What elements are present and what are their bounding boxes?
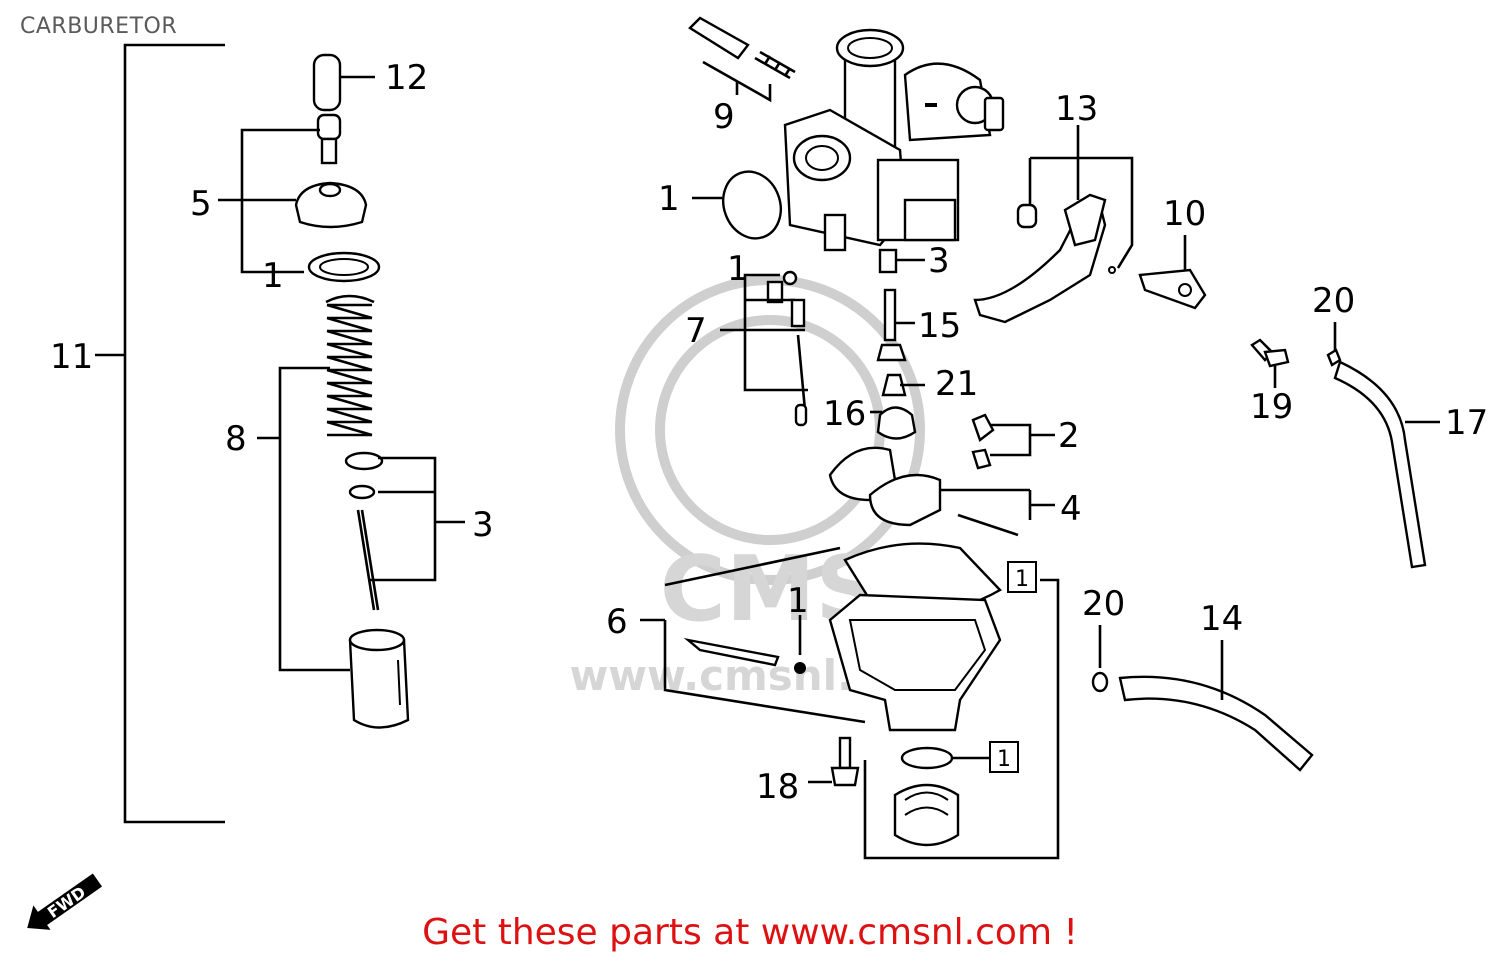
callout-3-needle: 3 [472,505,494,545]
callout-15: 15 [918,306,961,346]
drain-screw-small [1250,338,1290,388]
o-ring-lower [900,746,954,770]
callout-19: 19 [1250,387,1293,427]
drain-screw [683,637,780,667]
callout-10: 10 [1163,194,1206,234]
needle-jet [876,406,917,440]
chamber-screw [808,736,860,787]
callout-1-cap: 1 [262,256,284,296]
callout-17: 17 [1445,403,1488,443]
throttle-valve-assembly [95,43,465,824]
overflow-tube [1326,322,1440,569]
callout-labels: 12 5 1 11 8 3 9 1 1 7 3 15 21 16 2 4 6 1… [50,58,1488,807]
callout-18: 18 [756,767,799,807]
callout-14: 14 [1200,599,1243,639]
float-chamber-bowl [828,593,1002,732]
boxed-callout-1-lower: 1 [997,747,1011,772]
main-jet-holder [883,288,897,342]
callout-7: 7 [685,311,707,351]
throttle-spring [325,294,375,437]
callout-20-upper: 20 [1312,281,1355,321]
callout-2: 2 [1058,416,1080,456]
callout-5: 5 [190,184,212,224]
callout-3-seat: 3 [928,241,950,281]
cable-bracket [1138,268,1207,310]
footer-link-text[interactable]: Get these parts at www.cmsnl.com ! [422,912,1078,953]
callout-12: 12 [385,58,428,98]
intake-flange [835,28,905,68]
o-ring-upper [722,170,782,240]
pilot-screw [688,16,750,60]
callout-20-lower: 20 [1082,584,1125,624]
callout-1-chamber: 1 [787,581,809,621]
float-pin-screws [971,413,1055,470]
throttle-cap [294,181,368,229]
callout-21: 21 [935,364,978,404]
choke-lever [973,125,1134,324]
slow-jet-parts [720,270,808,427]
callout-11: 11 [50,337,93,377]
needle-retainer [348,484,376,500]
callout-1-jet: 1 [727,249,749,289]
cable-adjuster [312,53,342,112]
main-jet [881,373,907,397]
needle-clip [344,451,384,471]
vent-tube [1091,625,1314,772]
callout-9: 9 [713,97,735,137]
float-valve-parts [870,248,925,440]
page-title: CARBURETOR [20,14,178,39]
drain-plug [893,783,960,847]
callout-13: 13 [1055,89,1098,129]
callout-16: 16 [823,394,866,434]
float-chamber [640,542,1060,860]
callout-6: 6 [606,602,628,642]
carburetor-body [688,16,1005,252]
callout-8: 8 [225,419,247,459]
cable-adjuster-nut [316,113,342,141]
jet-needle [356,509,376,611]
boxed-callout-1-upper: 1 [1015,567,1029,592]
cap-gasket [307,251,381,283]
float [828,446,1055,537]
callout-4: 4 [1060,489,1082,529]
callout-1-oring: 1 [658,179,680,219]
